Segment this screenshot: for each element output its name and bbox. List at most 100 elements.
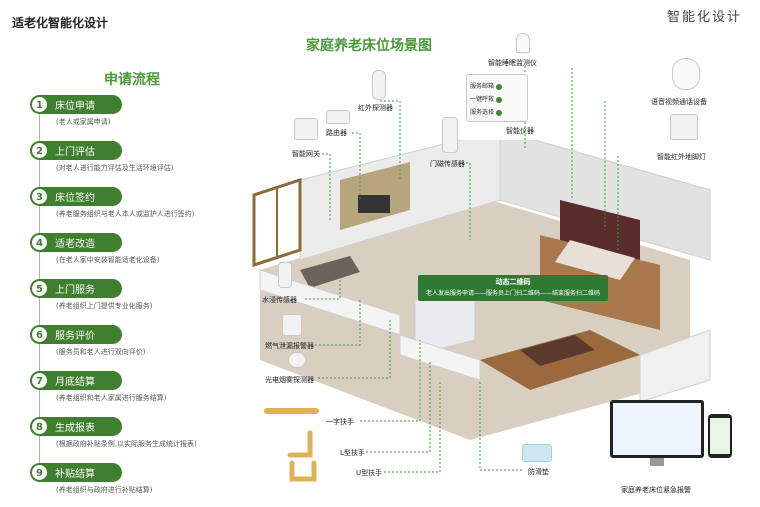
panel-button-icon — [496, 96, 503, 103]
flow-step: 8 生成报表 (根据政府补贴条例,以实际服务生成统计报表) — [30, 417, 240, 463]
smart-gateway-icon — [294, 118, 318, 140]
smoke-detector-icon — [288, 352, 306, 368]
step-number: 4 — [31, 234, 48, 251]
flow-step: 1 床位申请 (老人或家属申请) — [30, 95, 240, 141]
infrared-detector-label: 红外探测器 — [358, 104, 393, 112]
qr-banner-title: 动态二维码 — [495, 278, 531, 286]
panel-row-label: 一键呼救 — [470, 96, 495, 103]
step-number: 9 — [31, 464, 48, 481]
infrared-detector-icon — [372, 70, 386, 100]
panel-row-label: 服务邮箱 — [470, 83, 495, 90]
panel-button-icon — [496, 109, 503, 116]
step-connector — [39, 436, 40, 463]
step-pill — [30, 371, 122, 390]
step-label: 服务评价 — [55, 331, 95, 342]
flow-step: 3 床位签约 (养老服务组织与老人本人或监护人进行签约) — [30, 187, 240, 233]
tv — [358, 195, 390, 213]
water-sensor-label: 水浸传感器 — [262, 296, 297, 304]
step-label: 月底结算 — [55, 377, 95, 388]
night-light-icon — [670, 114, 698, 140]
step-label: 上门服务 — [55, 285, 95, 296]
step-pill — [30, 279, 122, 298]
step-pill — [30, 187, 122, 206]
house-illustration — [252, 140, 711, 440]
monitor-icon — [610, 400, 704, 458]
step-connector — [39, 160, 40, 187]
step-pill — [30, 463, 122, 482]
phone-icon — [708, 414, 732, 458]
step-number: 3 — [31, 188, 48, 205]
step-connector — [39, 390, 40, 417]
step-pill — [30, 417, 122, 436]
step-desc: (根据政府补贴条例,以实际服务生成统计报表) — [56, 440, 197, 448]
step-desc: (养老服务组织与老人本人或监护人进行签约) — [56, 210, 195, 218]
video-speaker-label: 语音视频通话设备 — [651, 98, 707, 106]
step-label: 适老改造 — [55, 239, 95, 250]
flow-step: 9 补贴结算 (养老组织与政府进行补贴结算) — [30, 463, 240, 503]
flow-title: 申请流程 — [104, 72, 160, 88]
video-camera-icon — [672, 58, 700, 90]
u-handrail-icon — [289, 460, 317, 482]
step-desc: (养老组织和老人家属进行服务结算) — [56, 394, 167, 402]
step-pill — [30, 95, 122, 114]
right-wall — [499, 140, 711, 261]
step-desc: (养老组织与政府进行补贴结算) — [56, 486, 153, 494]
handrails — [264, 408, 319, 482]
emergency-alarm-label: 家庭养老床位紧急报警 — [621, 486, 691, 494]
qr-banner-text: 老人发出服务申请——服务员上门扫二维码——结束服务扫二维码 — [425, 290, 600, 297]
step-pill — [30, 233, 122, 252]
lower-bed — [520, 335, 595, 366]
step-desc: (老人或家属申请) — [56, 118, 111, 126]
step-label: 床位签约 — [55, 193, 95, 204]
flow-step: 6 服务评价 (服务员和老人进行双向评价) — [30, 325, 240, 371]
monitor-stand — [650, 458, 664, 466]
step-pill — [30, 141, 122, 160]
sofa — [300, 256, 360, 288]
step-desc: (对老人进行能力评估及生活环境评估) — [56, 164, 174, 172]
flow-step: 4 适老改造 (在老人家中安装智能适老化设备) — [30, 233, 240, 279]
anti-slip-mat-label: 防滑垫 — [528, 468, 549, 476]
water-sensor-icon — [278, 262, 292, 288]
step-label: 上门评估 — [55, 147, 95, 158]
flow-step: 2 上门评估 (对老人进行能力评估及生活环境评估) — [30, 141, 240, 187]
door-sensor-icon — [442, 117, 458, 153]
smart-instrument-label: 智能仪器 — [506, 127, 534, 135]
panel-row-label: 服务选择 — [470, 109, 495, 116]
balcony-window — [252, 177, 302, 268]
step-number: 6 — [31, 326, 48, 343]
sleep-monitor-label: 智能睡眠监测仪 — [488, 59, 537, 67]
scene-title: 家庭养老床位场景图 — [306, 38, 432, 54]
step-connector — [39, 114, 40, 141]
step-desc: (在老人家中安装智能适老化设备) — [56, 256, 160, 264]
step-label: 生成报表 — [55, 423, 95, 434]
step-label: 床位申请 — [55, 101, 95, 112]
step-label: 补贴结算 — [55, 469, 95, 480]
night-light-label: 智能红外地脚灯 — [657, 153, 706, 161]
page-title: 适老化智能化设计 — [12, 16, 109, 30]
step-number: 7 — [31, 372, 48, 389]
gas-alarm-label: 燃气泄漏报警器 — [265, 342, 314, 350]
l-handrail-label: L型扶手 — [340, 449, 365, 457]
step-number: 1 — [31, 96, 48, 113]
sleep-monitor-icon — [516, 33, 530, 53]
u-handrail-label: U型扶手 — [356, 469, 383, 477]
step-number: 8 — [31, 418, 48, 435]
panel-button-icon — [496, 83, 503, 90]
l-handrail-icon — [287, 430, 313, 458]
gas-alarm-icon — [282, 314, 302, 336]
qr-banner: 动态二维码 老人发出服务申请——服务员上门扫二维码——结束服务扫二维码 — [418, 275, 608, 301]
straight-handrail-label: 一字扶手 — [326, 418, 354, 426]
smart-instrument-panel: 服务邮箱 一键呼救 服务选择 — [466, 74, 528, 122]
anti-slip-mat-icon — [522, 444, 552, 462]
step-connector — [39, 298, 40, 325]
door-sensor-label: 门磁传感器 — [430, 160, 465, 168]
step-pill — [30, 325, 122, 344]
router-icon — [326, 110, 350, 124]
smoke-detector-label: 光电烟雾探测器 — [265, 376, 314, 384]
bed — [555, 240, 635, 280]
step-desc: (服务员和老人进行双向评价) — [56, 348, 146, 356]
step-desc: (养老组织上门提供专业化服务) — [56, 302, 153, 310]
step-number: 2 — [31, 142, 48, 159]
